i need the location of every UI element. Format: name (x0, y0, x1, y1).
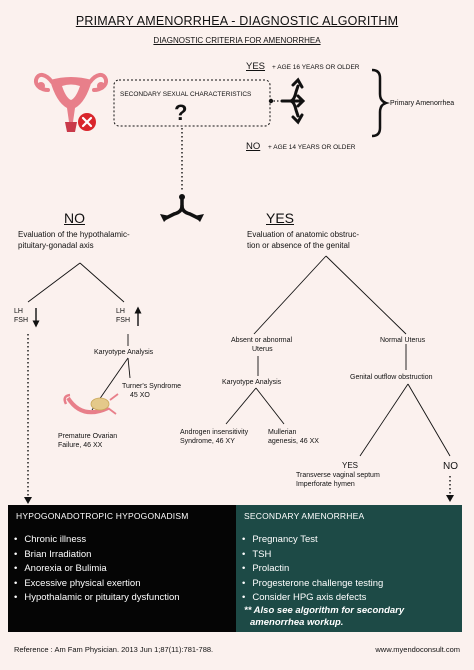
yes-karyotype-label: Karyotype Analysis (222, 379, 282, 386)
hymen-label: Imperforate hymen (296, 481, 355, 488)
primary-amenorrhea-label: Primary Amenorrhea (390, 100, 455, 107)
criteria-no-text: + AGE 14 YEARS OR OLDER (268, 144, 356, 151)
criteria-no-label: NO (246, 141, 261, 152)
list-item: Excessive physical exertion (14, 577, 180, 592)
ais-label-2: Syndrome, 46 XY (180, 438, 235, 445)
mullerian-label-2: agenesis, 46 XX (268, 438, 319, 445)
note-line-1: ** Also see algorithm for secondary (244, 605, 405, 616)
yes-branch-label: YES (266, 210, 295, 226)
no-branch-desc-1: Evaluation of the hypothalamic- (18, 230, 130, 239)
ais-label-1: Androgen insensitivity (180, 429, 249, 436)
list-item: Pregnancy Test (242, 533, 383, 548)
ovary-icon (63, 393, 119, 415)
criteria-box-text: SECONDARY SEXUAL CHARACTERISTICS (120, 91, 252, 98)
hypo-box-list: Chronic illness Brian Irradiation Anorex… (14, 533, 180, 606)
yes-branch-desc-1: Evaluation of anatomic obstruc- (247, 230, 360, 239)
criteria-box (113, 79, 271, 127)
pof-label-1: Premature Ovarian (58, 433, 118, 440)
no-branch-label: NO (64, 210, 85, 226)
question-mark: ? (174, 100, 188, 125)
criteria-yes-text: + AGE 16 YEARS OR OLDER (272, 64, 360, 71)
list-item: Prolactin (242, 562, 383, 577)
fork-arrow-icon (160, 194, 204, 222)
low-lh-label: LH (14, 308, 23, 315)
hypo-box-heading: HYPOGONADOTROPIC HYPOGONADISM (16, 511, 189, 521)
secondary-box-note: ** Also see algorithm for secondary amen… (244, 605, 404, 629)
turner-label-2: 45 XO (130, 392, 150, 399)
no-branch-desc-2: pituitary-gonadal axis (18, 241, 94, 250)
low-fsh-label: FSH (14, 317, 28, 324)
high-lh-label: LH (116, 308, 125, 315)
site-link[interactable]: www.myendoconsult.com (375, 645, 460, 654)
outflow-no-label: NO (443, 461, 458, 472)
uterus-icon (33, 73, 109, 132)
criteria-yes-label: YES (246, 61, 266, 72)
pof-label-2: Failure, 46 XX (58, 442, 103, 449)
outflow-label: Genital outflow obstruction (350, 374, 433, 381)
mullerian-label-1: Mullerian (268, 429, 297, 436)
page-subtitle: DIAGNOSTIC CRITERIA FOR AMENORRHEA (153, 36, 321, 45)
absent-uterus-label-2: Uterus (252, 346, 273, 353)
list-item: Progesterone challenge testing (242, 577, 383, 592)
list-item: Hypothalamic or pituitary dysfunction (14, 591, 179, 606)
list-item: Anorexia or Bulimia (14, 562, 180, 577)
list-item: Consider HPG axis defects (242, 591, 383, 606)
high-fsh-label: FSH (116, 317, 130, 324)
bracket (371, 68, 390, 138)
split-arrow-icon (280, 77, 306, 125)
septum-label: Transverse vaginal septum (296, 472, 380, 479)
list-item: Chronic illness (14, 533, 180, 548)
cross-icon (78, 113, 96, 131)
turner-label-1: Turner's Syndrome (122, 383, 182, 390)
no-karyotype-label: Karyotype Analysis (94, 349, 154, 356)
list-item: TSH (242, 548, 383, 563)
hypogonadotropic-box: HYPOGONADOTROPIC HYPOGONADISM Chronic il… (8, 505, 236, 632)
yes-branch-desc-2: tion or absence of the genital (247, 241, 350, 250)
normal-uterus-label: Normal Uterus (380, 337, 426, 344)
outflow-yes-label: YES (342, 461, 359, 470)
secondary-box-heading: SECONDARY AMENORRHEA (244, 511, 365, 521)
page-title: PRIMARY AMENORRHEA - DIAGNOSTIC ALGORITH… (75, 14, 399, 28)
note-line-2: amenorrhea workup. (250, 617, 344, 628)
secondary-amenorrhea-box: SECONDARY AMENORRHEA Pregnancy Test TSH … (236, 505, 462, 632)
absent-uterus-label-1: Absent or abnormal (231, 337, 293, 344)
reference-text: Reference : Am Fam Physician. 2013 Jun 1… (14, 645, 214, 654)
secondary-box-list: Pregnancy Test TSH Prolactin Progesteron… (242, 533, 383, 606)
list-item: Brian Irradiation (14, 548, 180, 563)
